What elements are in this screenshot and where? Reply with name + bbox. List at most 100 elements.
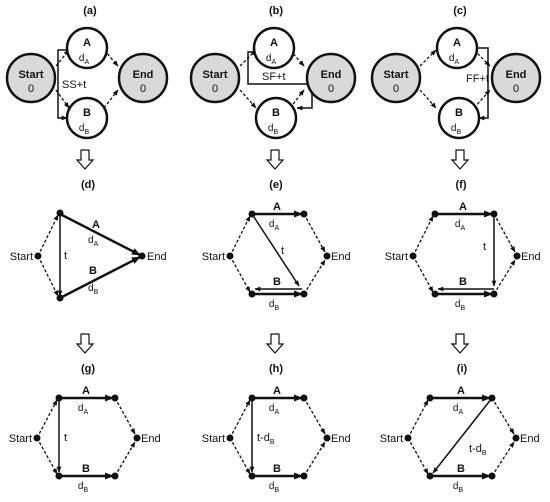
event-node — [488, 394, 496, 402]
activity-b-label: B — [82, 463, 90, 475]
event-node — [426, 472, 434, 480]
activity-b-arrow — [59, 255, 141, 300]
duration-b: dB — [453, 481, 464, 494]
down-arrow-icon — [450, 149, 470, 170]
event-node — [300, 290, 308, 298]
duration-a: dA — [455, 219, 466, 232]
event-node — [490, 290, 498, 298]
start-label: Start — [202, 251, 225, 263]
dummy-start-a — [36, 399, 58, 439]
start-node — [33, 434, 41, 442]
event-node — [56, 209, 64, 217]
event-node — [248, 394, 256, 402]
link-label: t-dB — [257, 432, 275, 446]
panel-a: (a) Start 0 End 0 A dA B dB SS+t — [5, 5, 169, 140]
dummy-start-a — [412, 215, 434, 257]
start-label: Start — [9, 433, 32, 445]
dummy-b-end — [491, 441, 515, 477]
duration-a: dA — [266, 53, 277, 66]
dummy-start-b — [36, 437, 58, 475]
down-arrow-icon — [265, 149, 285, 170]
event-node — [56, 294, 64, 302]
start-label: Start — [10, 251, 33, 263]
dummy-start-b — [229, 255, 251, 293]
panel-c: (c) Start 0 End 0 A dA B dB FF+t — [370, 5, 542, 140]
relation-label: SS+t — [62, 79, 86, 91]
duration-b: dB — [451, 123, 462, 136]
dummy-a-end — [303, 397, 326, 435]
duration-b: dB — [79, 123, 90, 136]
activity-a-label: A — [457, 385, 465, 397]
start-label: Start — [18, 69, 43, 81]
end-node — [490, 52, 542, 104]
start-node — [404, 434, 412, 442]
relation-arrow — [247, 51, 313, 111]
dummy-b-end — [114, 441, 136, 477]
arrow-start-b — [55, 89, 70, 109]
end-label: End — [331, 251, 351, 263]
activity-a-label: A — [459, 201, 467, 213]
panel-b: (b) Start 0 End 0 A dA B dB SF+t — [189, 5, 357, 140]
start-label: Start — [380, 433, 403, 445]
event-node — [490, 210, 498, 218]
link-arrow — [251, 213, 300, 287]
event-node — [431, 290, 439, 298]
relation-label: FF+t — [466, 73, 489, 85]
end-label: End — [321, 69, 342, 81]
dummy-start-b — [412, 255, 434, 293]
start-label: Start — [202, 69, 227, 81]
end-node — [305, 52, 357, 104]
panel-label-g: (g) — [81, 363, 95, 375]
duration-a: dA — [78, 403, 89, 416]
dummy-a-end — [303, 213, 326, 253]
duration-a: dA — [269, 219, 280, 232]
down-arrow-icon — [75, 149, 95, 170]
dummy-start-a — [407, 399, 429, 439]
activity-b-node — [254, 96, 298, 140]
down-arrow-icon — [450, 333, 470, 354]
panel-label-h: (h) — [269, 363, 283, 375]
event-node — [248, 210, 256, 218]
panel-f: (f) Start End A dA B dB t — [385, 179, 541, 312]
start-value: 0 — [28, 83, 34, 95]
activity-a-node — [65, 26, 109, 70]
start-label: Start — [383, 69, 408, 81]
end-label: End — [506, 69, 527, 81]
activity-b-label: B — [272, 107, 280, 119]
end-value: 0 — [140, 83, 146, 95]
arrow-a-end — [103, 49, 119, 67]
activity-a-label: A — [82, 385, 90, 397]
activity-b-label: B — [455, 107, 463, 119]
dummy-b-end — [303, 259, 326, 295]
dummy-a-end — [491, 397, 515, 435]
link-label: t — [281, 245, 284, 257]
start-node — [226, 434, 234, 442]
link-label: t — [64, 432, 67, 444]
event-node — [431, 210, 439, 218]
down-arrow-icon — [75, 333, 95, 354]
end-label: End — [141, 433, 161, 445]
event-node — [248, 472, 256, 480]
end-node — [138, 252, 146, 260]
arrow-start-b — [239, 89, 257, 109]
activity-a-node — [435, 26, 479, 70]
start-node — [370, 52, 422, 104]
event-node — [488, 472, 496, 480]
end-label: End — [521, 251, 541, 263]
activity-b-label: B — [273, 463, 281, 475]
end-node — [513, 252, 521, 260]
duration-b: dB — [268, 123, 279, 136]
dummy-start-b — [407, 437, 429, 475]
arrow-start-b — [419, 89, 437, 109]
dummy-a-end — [114, 397, 136, 435]
duration-a: dA — [449, 53, 460, 66]
event-node — [426, 394, 434, 402]
duration-b: dB — [455, 299, 466, 312]
activity-b-label: B — [83, 107, 91, 119]
start-node — [226, 252, 234, 260]
activity-a-label: A — [270, 37, 278, 49]
panel-h: (h) Start End A dA B dB t-dB — [202, 363, 351, 494]
duration-a: dA — [79, 53, 90, 66]
activity-a-label: A — [83, 37, 91, 49]
